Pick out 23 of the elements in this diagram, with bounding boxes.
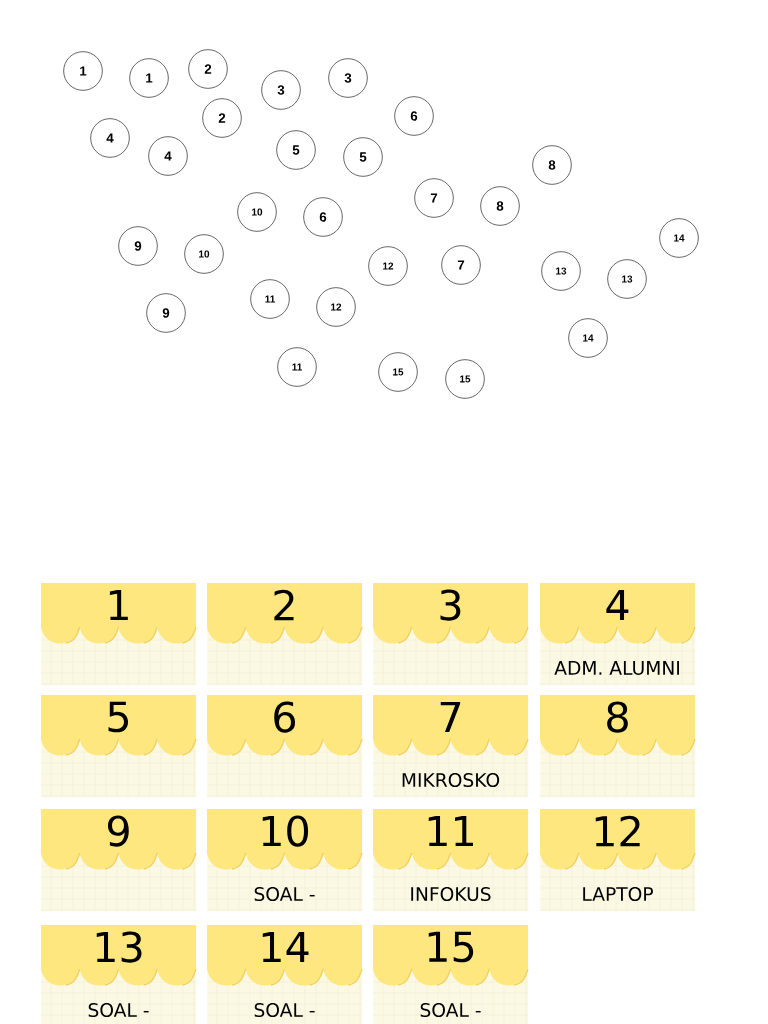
card-label: SOAL - <box>254 886 315 902</box>
card-label: LAPTOP <box>583 886 653 902</box>
card-number: 6 <box>274 701 296 733</box>
card-number: 8 <box>607 701 628 733</box>
card-label: MIKROSKO <box>402 772 500 788</box>
card-number: 2 <box>274 589 294 621</box>
card-number: 4 <box>606 589 629 621</box>
card-label: SOAL - <box>254 1002 315 1018</box>
card-number: 11 <box>428 815 473 847</box>
card-number: 15 <box>428 931 474 963</box>
card-number: 3 <box>440 589 461 621</box>
card-number: 14 <box>262 931 309 963</box>
card-label: ADM. ALUMNI <box>554 661 679 675</box>
card-number: 12 <box>595 815 640 847</box>
card-number: 1 <box>109 589 128 621</box>
card-number: 5 <box>108 701 129 733</box>
card-number: 9 <box>107 815 129 847</box>
card-number: 7 <box>440 701 461 733</box>
card-label: SOAL - <box>420 1002 481 1018</box>
card-label: SOAL - <box>88 1002 149 1018</box>
card-label: INFOKUS <box>411 886 491 902</box>
card-number: 13 <box>96 931 142 963</box>
card-number: 10 <box>262 815 309 847</box>
